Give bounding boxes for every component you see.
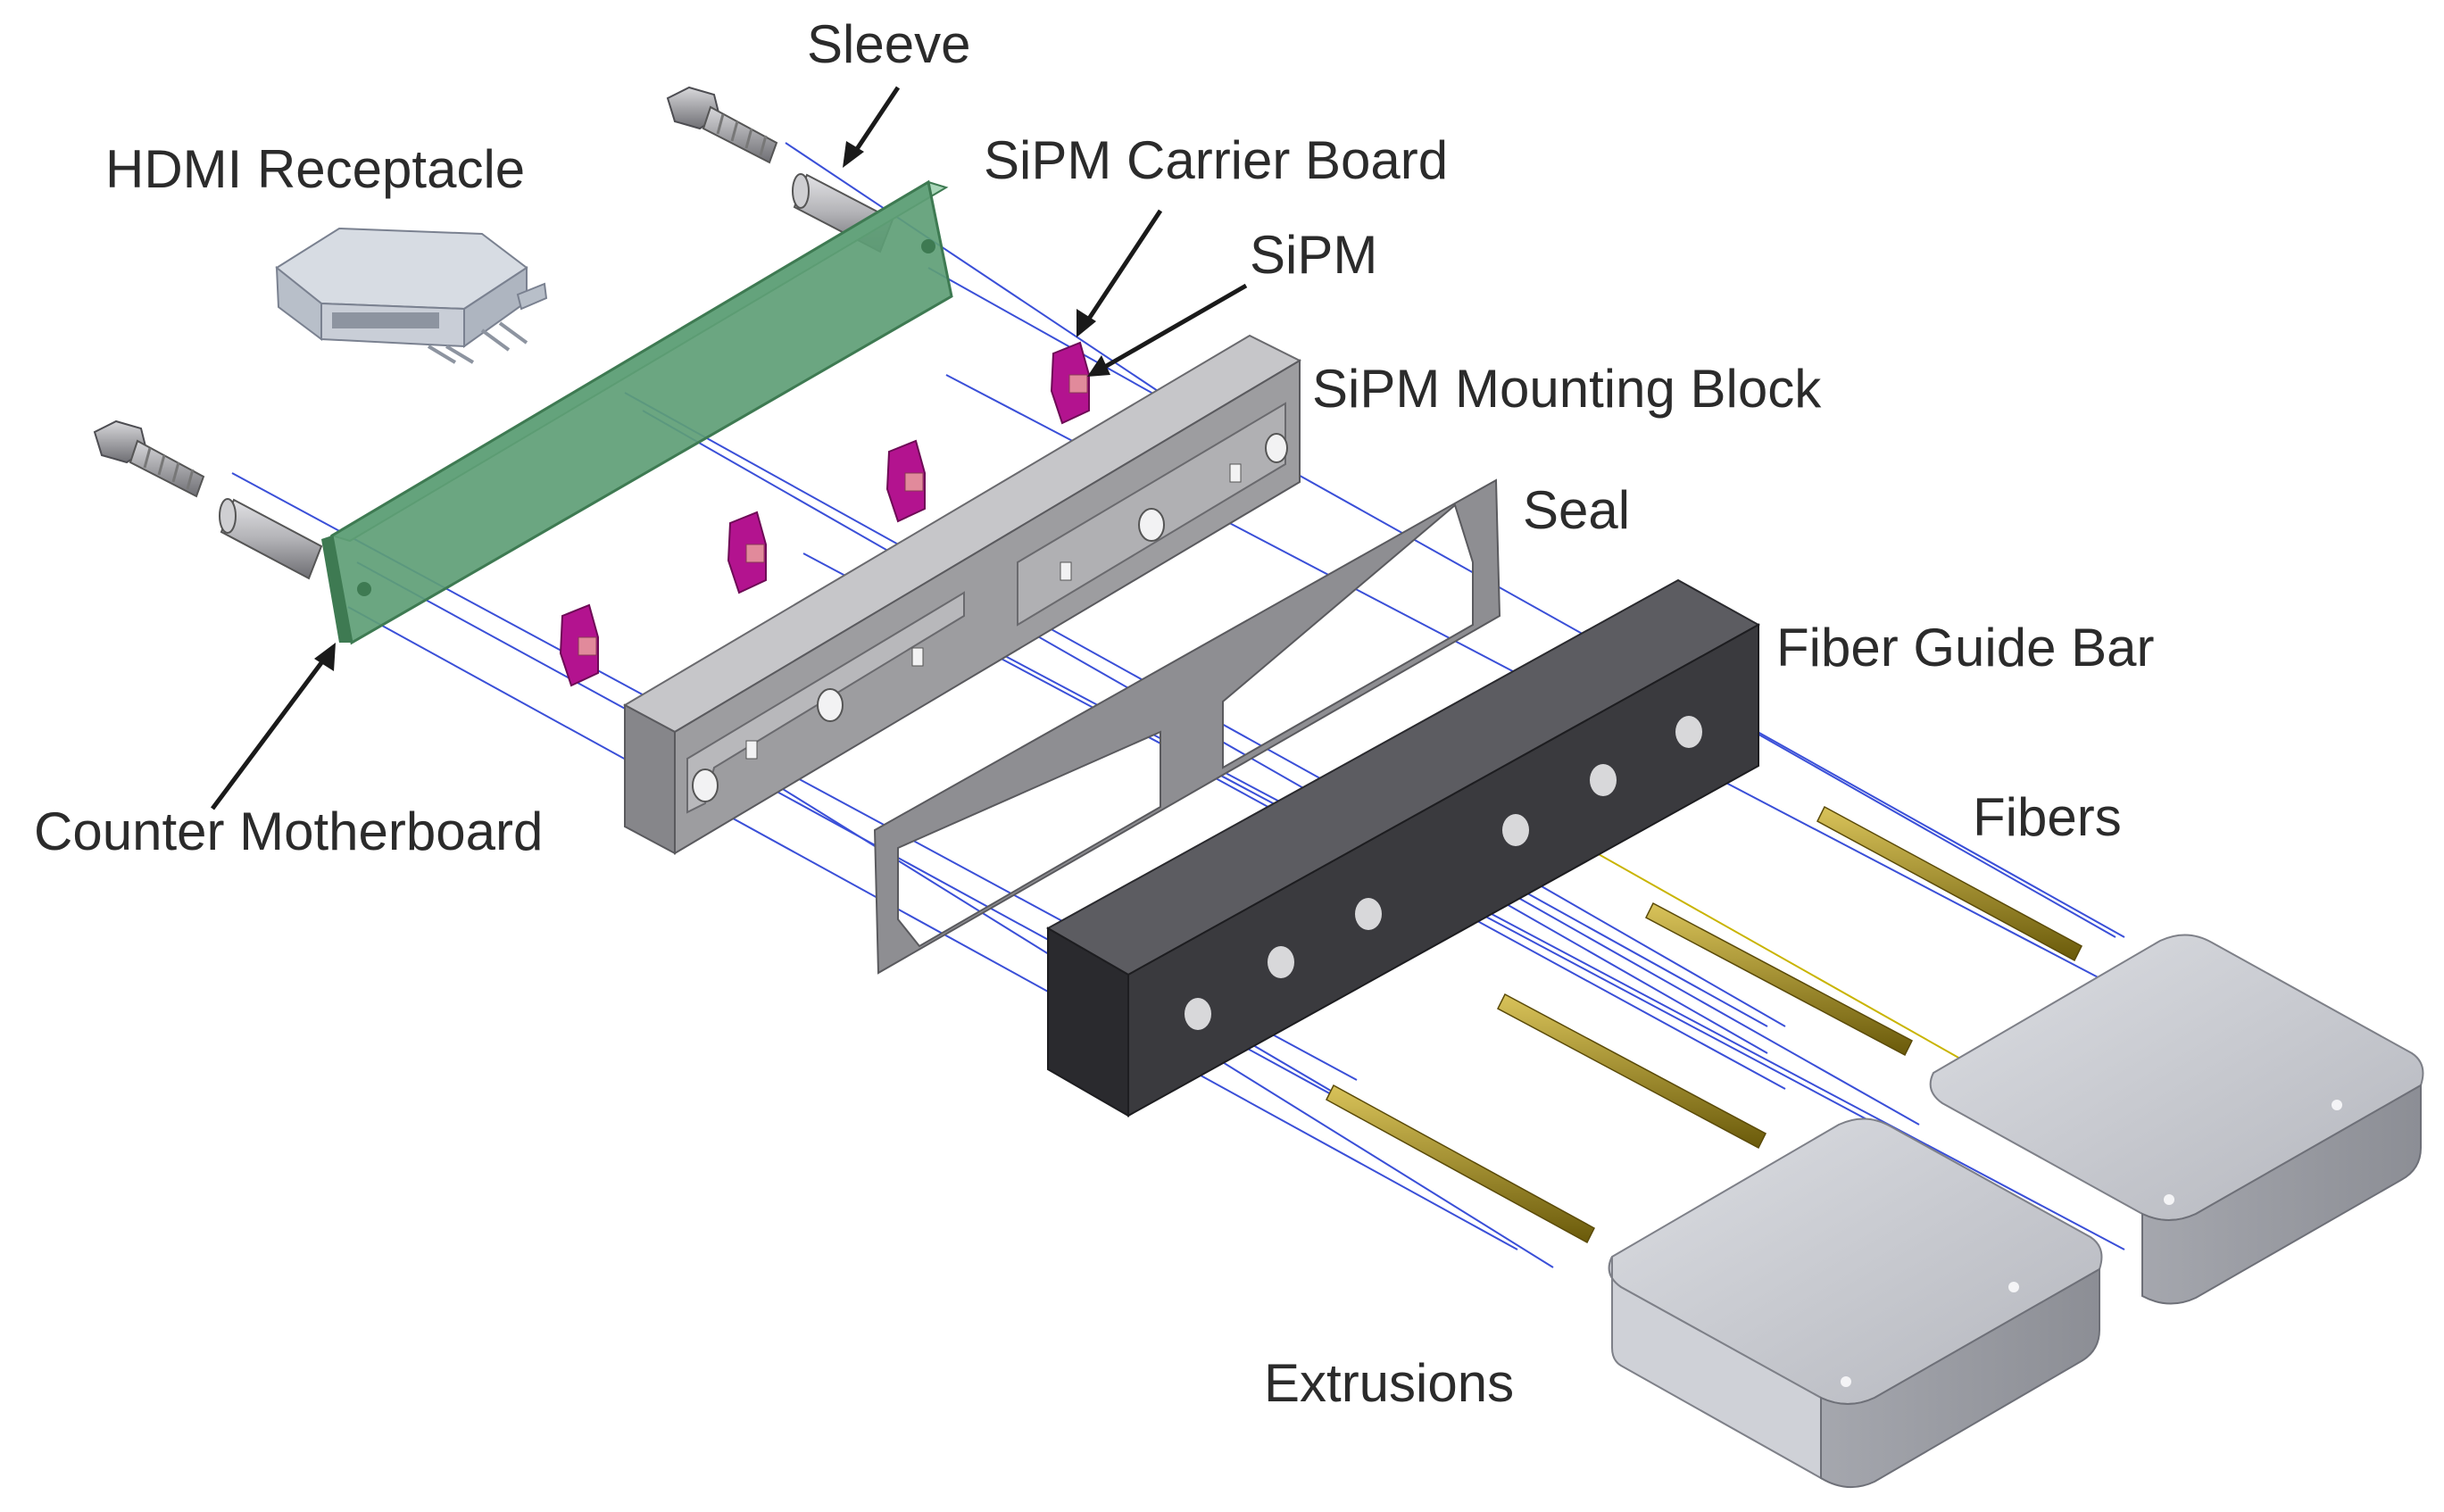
hdmi-receptacle <box>275 227 548 364</box>
leader-arrows <box>210 86 1248 810</box>
extrusions <box>1608 934 2424 1489</box>
label-sipm-carrier-board: SiPM Carrier Board <box>984 130 1448 190</box>
label-extrusions: Extrusions <box>1264 1353 1514 1413</box>
bolt-top <box>666 86 778 164</box>
sipm-die <box>904 472 924 492</box>
sleeve-bottom <box>219 498 323 580</box>
sipm-3 <box>727 511 767 594</box>
label-fiber-guide-bar: Fiber Guide Bar <box>1776 618 2155 677</box>
label-sipm: SiPM <box>1250 225 1377 285</box>
arrow-sipm-carrier-board <box>1077 209 1163 337</box>
sipm-die <box>1068 374 1088 394</box>
sipm-2 <box>885 439 926 523</box>
sipm-mounting-block <box>622 334 1302 855</box>
sipm-die <box>578 636 597 656</box>
counter-motherboard <box>321 179 953 645</box>
fibers <box>1326 805 2082 1244</box>
label-sleeve: Sleeve <box>807 14 970 74</box>
fiber-guide-bar <box>1045 578 1761 1117</box>
arrow-counter-motherboard <box>210 643 336 810</box>
arrow-sleeve <box>843 86 901 168</box>
sipm-4 <box>559 603 599 687</box>
sipm-1 <box>1050 341 1090 425</box>
sipm-die <box>745 544 765 563</box>
extrusion-back <box>1929 934 2424 1305</box>
seal <box>873 478 1501 975</box>
sipm-array <box>559 341 1090 687</box>
bolt-bottom <box>93 420 205 498</box>
label-hdmi-receptacle: HDMI Receptacle <box>105 139 525 199</box>
arrow-sipm <box>1087 283 1248 377</box>
label-seal: Seal <box>1523 480 1630 540</box>
label-fibers: Fibers <box>1973 787 2122 847</box>
label-sipm-mounting-block: SiPM Mounting Block <box>1312 359 1822 419</box>
sleeve-cylinder-icon <box>220 498 323 580</box>
labels: Sleeve HDMI Receptacle SiPM Carrier Boar… <box>34 14 2155 1413</box>
extrusion-front <box>1608 1117 2103 1489</box>
label-counter-motherboard: Counter Motherboard <box>34 802 543 861</box>
hdmi-connector-icon <box>275 227 548 364</box>
